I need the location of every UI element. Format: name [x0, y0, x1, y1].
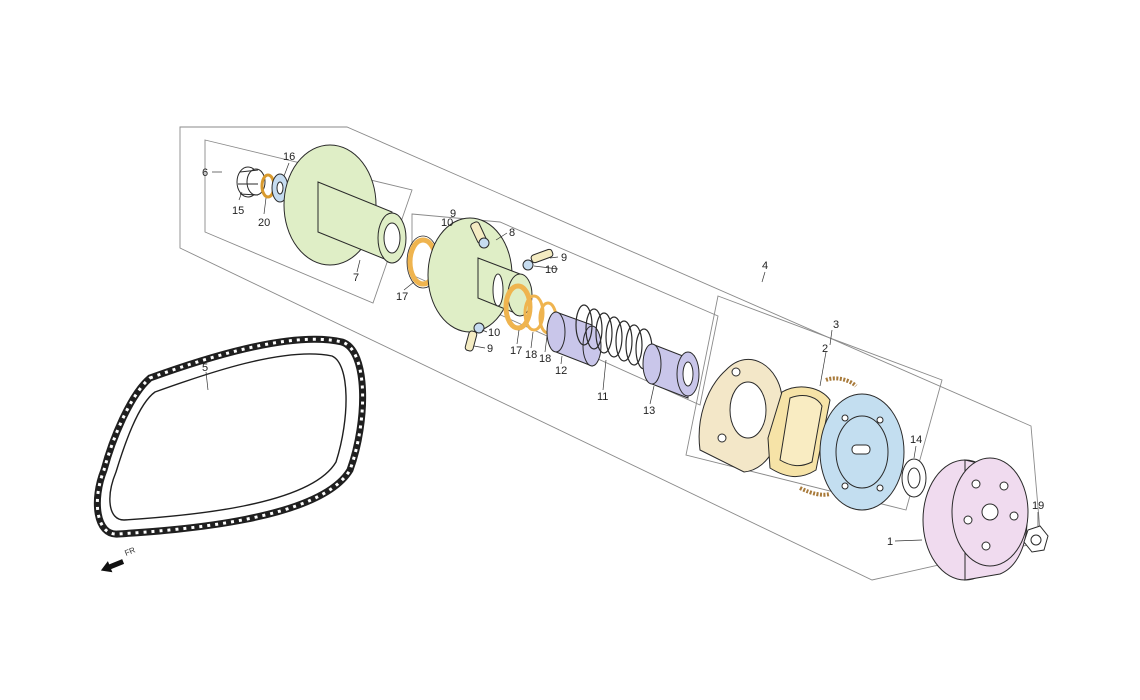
collar-13 [642, 343, 700, 399]
callout-8: 8 [509, 227, 515, 239]
callout-9-bottom: 9 [487, 343, 493, 355]
nut-19 [1023, 525, 1049, 553]
callout-14: 14 [910, 434, 922, 446]
callout-11: 11 [597, 391, 608, 403]
callout-2: 2 [822, 343, 828, 355]
callout-13: 13 [643, 405, 655, 417]
callout-1: 1 [887, 536, 893, 548]
callout-4: 4 [762, 260, 768, 272]
callout-10-bottom: 10 [488, 327, 500, 339]
callout-9-right: 9 [561, 252, 567, 264]
drive-belt [93, 335, 367, 538]
callout-3: 3 [833, 319, 839, 331]
callout-18-a: 18 [525, 349, 537, 361]
spring-11 [575, 304, 653, 370]
guide-pin-9-bottom [464, 330, 478, 352]
clutch-plate-3 [698, 358, 784, 473]
callout-9-top: 9 [450, 208, 456, 220]
callout-17-right: 17 [510, 345, 522, 357]
guide-pin-9-right [530, 248, 554, 264]
drive-face-8 [427, 217, 533, 333]
roller-10-right [522, 259, 534, 271]
callout-20: 20 [258, 217, 270, 229]
callout-15: 15 [232, 205, 244, 217]
clutch-shoe-2 [767, 376, 858, 497]
callout-16: 16 [283, 151, 295, 163]
clutch-carrier-plate [819, 393, 905, 511]
washer-14 [901, 458, 927, 498]
collar-12 [546, 311, 602, 367]
callout-7: 7 [353, 272, 359, 284]
callout-18-b: 18 [539, 353, 551, 365]
callout-10-right: 10 [545, 264, 557, 276]
callout-6: 6 [202, 167, 208, 179]
seal-ring-18-a [523, 294, 545, 332]
callout-5: 5 [202, 362, 208, 374]
front-direction-label: FR [123, 545, 136, 557]
subassembly-frame-3 [685, 295, 943, 511]
roller-10-top [478, 237, 490, 249]
driven-face-7 [283, 144, 407, 266]
callout-10-top: 10 [441, 217, 453, 229]
callout-17-left: 17 [396, 291, 408, 303]
seal-ring-17-right [503, 283, 533, 331]
callout-12: 12 [555, 365, 567, 377]
roller-10-bottom [473, 322, 485, 334]
clutch-bell-1 [922, 457, 1029, 581]
front-direction-arrow-icon [100, 559, 125, 573]
callout-19: 19 [1032, 500, 1044, 512]
needle-bearing-15 [236, 166, 266, 198]
leader-lines [205, 162, 1039, 542]
